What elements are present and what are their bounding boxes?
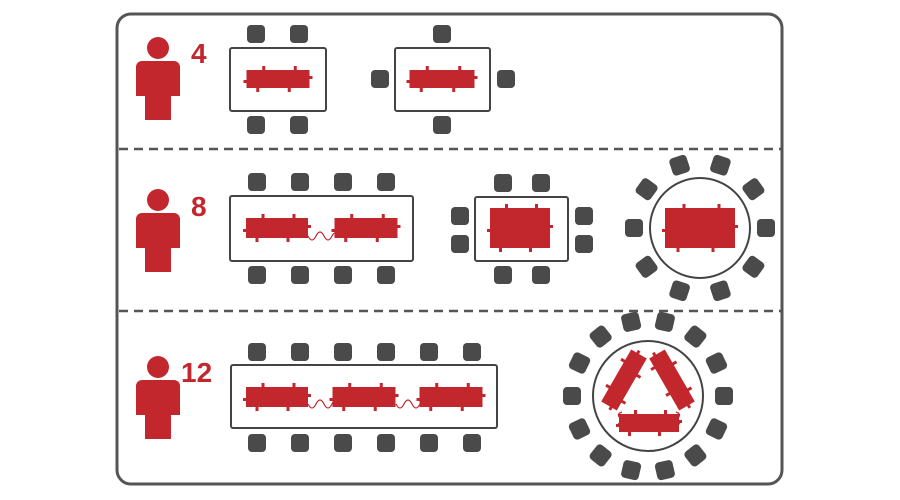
chair-icon	[575, 207, 593, 225]
chair-icon	[532, 174, 550, 192]
chair-icon	[589, 444, 612, 467]
chair-icon	[710, 154, 731, 176]
chair-icon	[377, 173, 395, 191]
chair-icon	[494, 174, 512, 192]
chair-icon	[291, 434, 309, 452]
chair-icon	[247, 116, 265, 134]
person-icon	[136, 356, 180, 439]
chair-icon	[635, 178, 658, 201]
chair-icon	[248, 173, 266, 191]
chair-icon	[334, 343, 352, 361]
frame	[115, 12, 784, 486]
table-icon	[229, 195, 414, 262]
chair-icon	[291, 173, 309, 191]
seat-count-8: 8	[191, 191, 207, 222]
chair-icon	[705, 418, 728, 440]
chair-icon	[625, 219, 643, 237]
chair-icon	[463, 434, 481, 452]
chair-icon	[463, 343, 481, 361]
connector	[307, 231, 681, 425]
chair-icon	[291, 266, 309, 284]
table-segment	[243, 66, 313, 92]
chair-icon	[377, 266, 395, 284]
table-segment	[243, 383, 311, 411]
chair-icon	[291, 343, 309, 361]
chair-icon	[575, 235, 593, 253]
chair-icon	[621, 311, 642, 332]
table-segment	[416, 383, 486, 411]
table-segment	[662, 204, 738, 252]
chair-icon	[669, 280, 690, 302]
chair-icon	[334, 266, 352, 284]
chair-icon	[290, 116, 308, 134]
chair-icon	[433, 116, 451, 134]
chair-icon	[371, 70, 389, 88]
chair-icon	[705, 352, 728, 374]
chair-icon	[635, 255, 658, 278]
chair-icon	[247, 25, 265, 43]
chair-icon	[532, 266, 550, 284]
chair-icon	[451, 207, 469, 225]
table-segment	[329, 383, 399, 411]
chair-icon	[568, 352, 591, 374]
table-segment	[616, 410, 682, 436]
table-segment	[331, 214, 401, 242]
chair-icon	[684, 444, 707, 467]
chair-icon	[420, 434, 438, 452]
chair-icon	[742, 178, 765, 201]
chair-icon	[377, 343, 395, 361]
seat-count-12: 12	[181, 357, 212, 388]
chair-icon	[714, 387, 734, 406]
person-icon	[136, 189, 180, 272]
chair-icon	[290, 25, 308, 43]
chair-icon	[654, 460, 675, 481]
chair-icon	[684, 325, 707, 348]
chair-icon	[757, 219, 775, 237]
table-segment	[406, 66, 478, 92]
chair-icon	[248, 343, 266, 361]
chair-icon	[589, 325, 612, 348]
table-segment	[487, 204, 553, 252]
chair-icon	[497, 70, 515, 88]
chair-icon	[248, 434, 266, 452]
table-segment	[601, 349, 647, 411]
chair-icon	[377, 434, 395, 452]
chair-icon	[433, 25, 451, 43]
chair-icon	[654, 311, 675, 332]
chair-icon	[451, 235, 469, 253]
table-segment	[649, 349, 695, 411]
chair-icon	[334, 173, 352, 191]
seat-count-4: 4	[191, 38, 207, 69]
chair-icon	[669, 154, 690, 176]
table-segment	[243, 214, 311, 242]
chair-icon	[568, 418, 591, 440]
chair-icon	[562, 386, 582, 405]
chair-icon	[494, 266, 512, 284]
chair-icon	[334, 434, 352, 452]
chair-icon	[248, 266, 266, 284]
chair-icon	[420, 343, 438, 361]
person-icon	[136, 37, 180, 120]
chair-icon	[742, 255, 765, 278]
chair-icon	[621, 460, 642, 481]
chair-icon	[710, 280, 731, 302]
